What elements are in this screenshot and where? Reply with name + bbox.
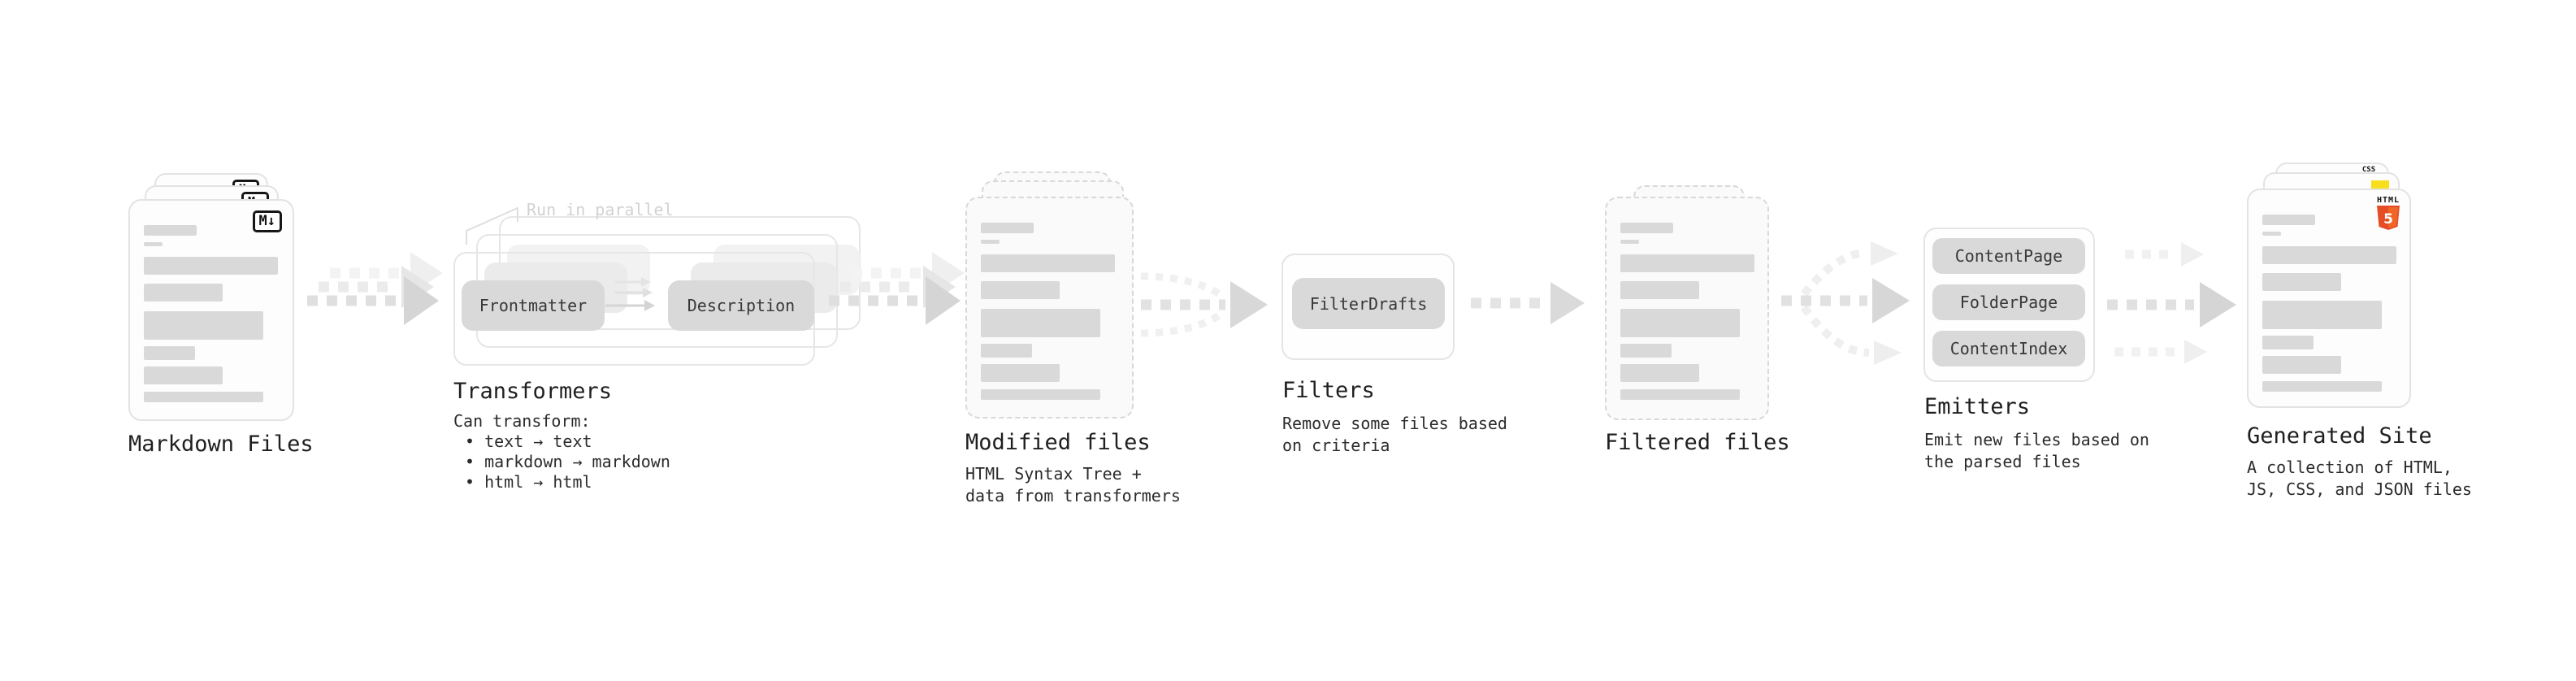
placeholder-bar [1620,254,1754,272]
placeholder-bar [1620,281,1699,299]
subtitle-line: Emit new files based on [1924,430,2149,449]
filtered-file-front [1605,197,1769,420]
bullet-item: • text → text [465,432,592,451]
placeholder-bar [2262,232,2281,236]
svg-text:5: 5 [2383,211,2393,228]
placeholder-bar [981,254,1115,272]
markdown-files-title: Markdown Files [128,432,314,457]
text-line-placeholders [981,223,1115,400]
placeholder-bar [1620,389,1740,400]
filterdrafts-pill: FilterDrafts [1292,278,1445,329]
subtitle-line: the parsed files [1924,452,2081,471]
generated-file-html: HTML 5 [2247,189,2411,408]
subtitle-line: Remove some files based [1282,414,1507,433]
subtitle-line: HTML Syntax Tree + [965,464,1142,484]
arrow-filters-to-filtered [1471,282,1585,324]
bullet-item: • html → html [465,472,592,492]
placeholder-bar [2262,356,2341,374]
placeholder-bar [981,240,1000,244]
placeholder-bar [1620,344,1672,358]
frontmatter-pill: Frontmatter [462,280,605,331]
placeholder-bar [144,284,223,301]
transformer-box-front [453,252,815,366]
placeholder-bar [2262,336,2314,349]
placeholder-bar [2262,215,2315,225]
subtitle-line: on criteria [1282,436,1390,455]
placeholder-bar [144,392,263,402]
filters-subtitle: Remove some files based on criteria [1282,413,1507,457]
emitters-subtitle: Emit new files based on the parsed files [1924,429,2149,473]
transformers-title: Transformers [453,379,613,404]
placeholder-bar [2262,246,2396,264]
placeholder-bar [144,242,163,246]
placeholder-bar [144,311,263,340]
placeholder-bar [2262,273,2341,291]
contentindex-pill: ContentIndex [1932,331,2085,367]
css-icon-label: CSS [2361,166,2376,174]
html5-icon-label: HTML [2376,196,2400,205]
placeholder-bar [2262,301,2382,329]
text-line-placeholders [1620,223,1754,400]
placeholder-bar [981,223,1034,233]
modified-files-title: Modified files [965,430,1151,455]
generated-site-title: Generated Site [2247,423,2432,449]
modified-file-front [965,197,1134,419]
placeholder-bar [981,389,1100,400]
placeholder-bar [1620,240,1639,244]
html5-icon: HTML 5 [2370,197,2406,233]
contentpage-pill: ContentPage [1932,238,2085,274]
text-line-placeholders [2262,215,2396,392]
description-pill: Description [668,280,814,331]
placeholder-bar [981,309,1100,337]
arrow-filtered-to-emitters [1781,241,1910,365]
run-in-parallel-label: Run in parallel [527,200,674,219]
generated-site-subtitle: A collection of HTML, JS, CSS, and JSON … [2247,457,2472,501]
placeholder-bar [1620,309,1740,337]
arrow-markdown-to-transformers [307,252,443,325]
subtitle-line: A collection of HTML, [2247,458,2452,477]
emitters-title: Emitters [1924,394,2031,419]
placeholder-bar [981,344,1032,358]
placeholder-bar [144,257,278,275]
placeholder-bar [981,364,1060,382]
placeholder-bar [144,346,195,360]
filtered-files-title: Filtered files [1605,430,1790,455]
modified-files-subtitle: HTML Syntax Tree + data from transformer… [965,463,1181,507]
placeholder-bar [2262,381,2382,392]
subtitle-line: data from transformers [965,486,1181,505]
transformers-description: Can transform: • text → text • markdown … [453,411,670,492]
arrow-modified-to-filters [1140,272,1268,337]
arrow-emitters-to-site [2107,242,2236,364]
subtitle-line: JS, CSS, and JSON files [2247,479,2472,499]
html5-shield: 5 [2377,206,2400,230]
placeholder-bar [1620,364,1699,382]
placeholder-bar [981,281,1060,299]
placeholder-bar [144,225,197,236]
markdown-file-front: M↓ [128,199,294,421]
filters-title: Filters [1282,378,1375,403]
placeholder-bar [1620,223,1673,233]
markdown-icon: M↓ [252,210,282,232]
text-line-placeholders [144,225,278,402]
placeholder-bar [144,367,223,384]
bullet-item: • markdown → markdown [465,452,670,471]
transformers-caption: Can transform: [453,411,591,431]
folderpage-pill: FolderPage [1932,284,2085,320]
